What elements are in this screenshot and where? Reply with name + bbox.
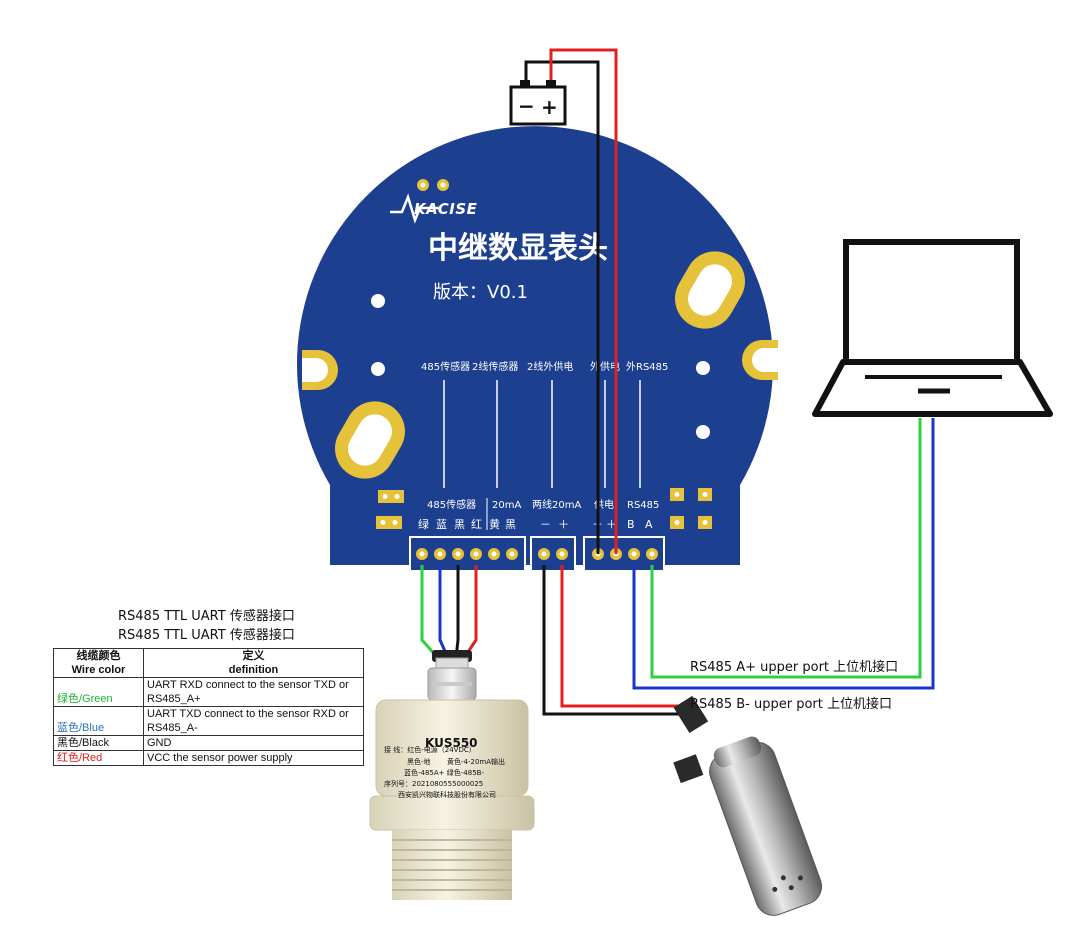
wire-color-cell: 蓝色/Blue	[53, 706, 144, 736]
table-row: 红色/Red VCC the sensor power supply	[53, 750, 364, 766]
pin-label: 绿	[418, 517, 429, 531]
battery-minus-sign: −	[518, 94, 535, 118]
lower-label-two-wire: 两线20mA	[532, 498, 581, 511]
bus-label-a-plus: RS485 A+ upper port 上位机接口	[690, 660, 899, 675]
wire-definition-cell: UART RXD connect to the sensor TXD or RS…	[143, 677, 364, 707]
logo-text: KACISE	[414, 200, 478, 218]
sensor-model: KUS550	[425, 736, 478, 750]
wire-color-table: 线缆颜色 Wire color 定义 definition 绿色/Green U…	[53, 648, 364, 766]
terminal-block-two-wire	[530, 536, 576, 572]
board-hole	[696, 425, 710, 439]
battery-icon: − +	[509, 80, 567, 126]
pressure-transmitter	[673, 695, 823, 916]
board-hole	[371, 294, 385, 308]
table-header-row: 线缆颜色 Wire color 定义 definition	[53, 648, 364, 678]
pin-label: 黄	[489, 517, 500, 531]
pin-label: ＋	[558, 518, 569, 531]
pin-label: A	[645, 518, 653, 531]
header-wire-color: 线缆颜色 Wire color	[53, 648, 144, 678]
laptop-icon	[812, 239, 1053, 417]
mount-hole-upper-right	[675, 251, 745, 329]
header-definition-en: definition	[228, 664, 279, 676]
power-wire-black	[524, 60, 600, 554]
sensor-wire-blue	[438, 565, 450, 659]
transmitter-wire-red	[560, 565, 690, 708]
table-row: 绿色/Green UART RXD connect to the sensor …	[53, 677, 364, 707]
wire-color-cell: 黑色/Black	[53, 735, 144, 751]
section-label-2wire-sensor: 2线传感器	[472, 360, 518, 373]
pcb-board: KACISE 中继数显表头 版本：V0.1 485传感器 2线传感器 2线外供电…	[297, 126, 778, 572]
square-pads	[376, 488, 712, 529]
board-version: 版本：V0.1	[433, 282, 528, 303]
rs485-wire-blue	[632, 418, 935, 690]
section-label-485-sensor: 485传感器	[421, 360, 470, 373]
pin-label: 黑	[505, 518, 516, 531]
pin-labels: 绿 蓝 黑 红 黄 黑 － ＋ － ＋ B A	[418, 517, 653, 531]
sensor-wire-red	[462, 565, 478, 659]
pin-label: －	[540, 518, 551, 531]
caption-line-2: RS485 TTL UART 传感器接口	[118, 628, 295, 643]
bus-label-b-minus: RS485 B- upper port 上位机接口	[690, 697, 892, 712]
pin-label: ＋	[606, 518, 617, 531]
board-outline	[297, 126, 773, 566]
wire-definition-cell: VCC the sensor power supply	[143, 750, 364, 766]
sensor-serial: 序列号：2021080555000025	[384, 779, 483, 788]
header-wire-color-cn: 线缆颜色	[76, 650, 121, 662]
sensor-label-line3: 蓝色-485A+ 绿色-485B-	[404, 768, 484, 777]
pin-label: B	[627, 518, 635, 531]
wire-definition-cell: GND	[143, 735, 364, 751]
mount-hole-lower-left	[335, 401, 405, 479]
ultrasonic-sensor: KUS550 接 线：红色-电源（24VDC） 黑色-地 黄色-4-20mA输出…	[369, 657, 535, 900]
board-title: 中继数显表头	[428, 231, 608, 266]
section-label-ext-rs485: 外RS485	[626, 361, 668, 373]
board-hole	[371, 362, 385, 376]
table-row: 蓝色/Blue UART TXD connect to the sensor R…	[53, 706, 364, 736]
sensor-label-line1: 接 线：红色-电源（24VDC）	[384, 745, 476, 754]
sensor-wire-black	[454, 565, 460, 659]
pin-label: 红	[471, 518, 482, 531]
header-wire-color-en: Wire color	[71, 664, 126, 676]
wire-color-cell: 绿色/Green	[53, 677, 144, 707]
header-definition-cn: 定义	[242, 650, 265, 662]
power-wire-red	[549, 48, 618, 554]
sensor-wire-green	[420, 565, 440, 659]
pin-label: 黑	[454, 518, 465, 531]
terminal-block-sensor	[409, 536, 526, 572]
sensor-maker: 西安凯兴物联科技股份有限公司	[398, 790, 496, 799]
sensor-label-line2b: 黄色-4-20mA输出	[447, 757, 505, 766]
battery-plus-sign: +	[541, 95, 558, 119]
wire-color-cell: 红色/Red	[53, 750, 144, 766]
caption-line-1: RS485 TTL UART 传感器接口	[118, 609, 295, 624]
kacise-logo: KACISE	[390, 193, 478, 224]
lower-label-rs485: RS485	[627, 500, 659, 511]
pin-label: 蓝	[436, 518, 447, 531]
sensor-label-line2a: 黑色-地	[407, 757, 431, 766]
table-row: 黑色/Black GND	[53, 735, 364, 751]
board-hole	[696, 361, 710, 375]
transmitter-wire-black	[542, 565, 690, 716]
rs485-wire-green	[650, 418, 922, 679]
section-label-2wire-power: 2线外供电	[527, 360, 573, 373]
header-definition: 定义 definition	[143, 648, 364, 678]
lower-label-485-sensor: 485传感器	[427, 498, 476, 511]
lower-label-20ma: 20mA	[492, 500, 521, 511]
wire-definition-cell: UART TXD connect to the sensor RXD or RS…	[143, 706, 364, 736]
